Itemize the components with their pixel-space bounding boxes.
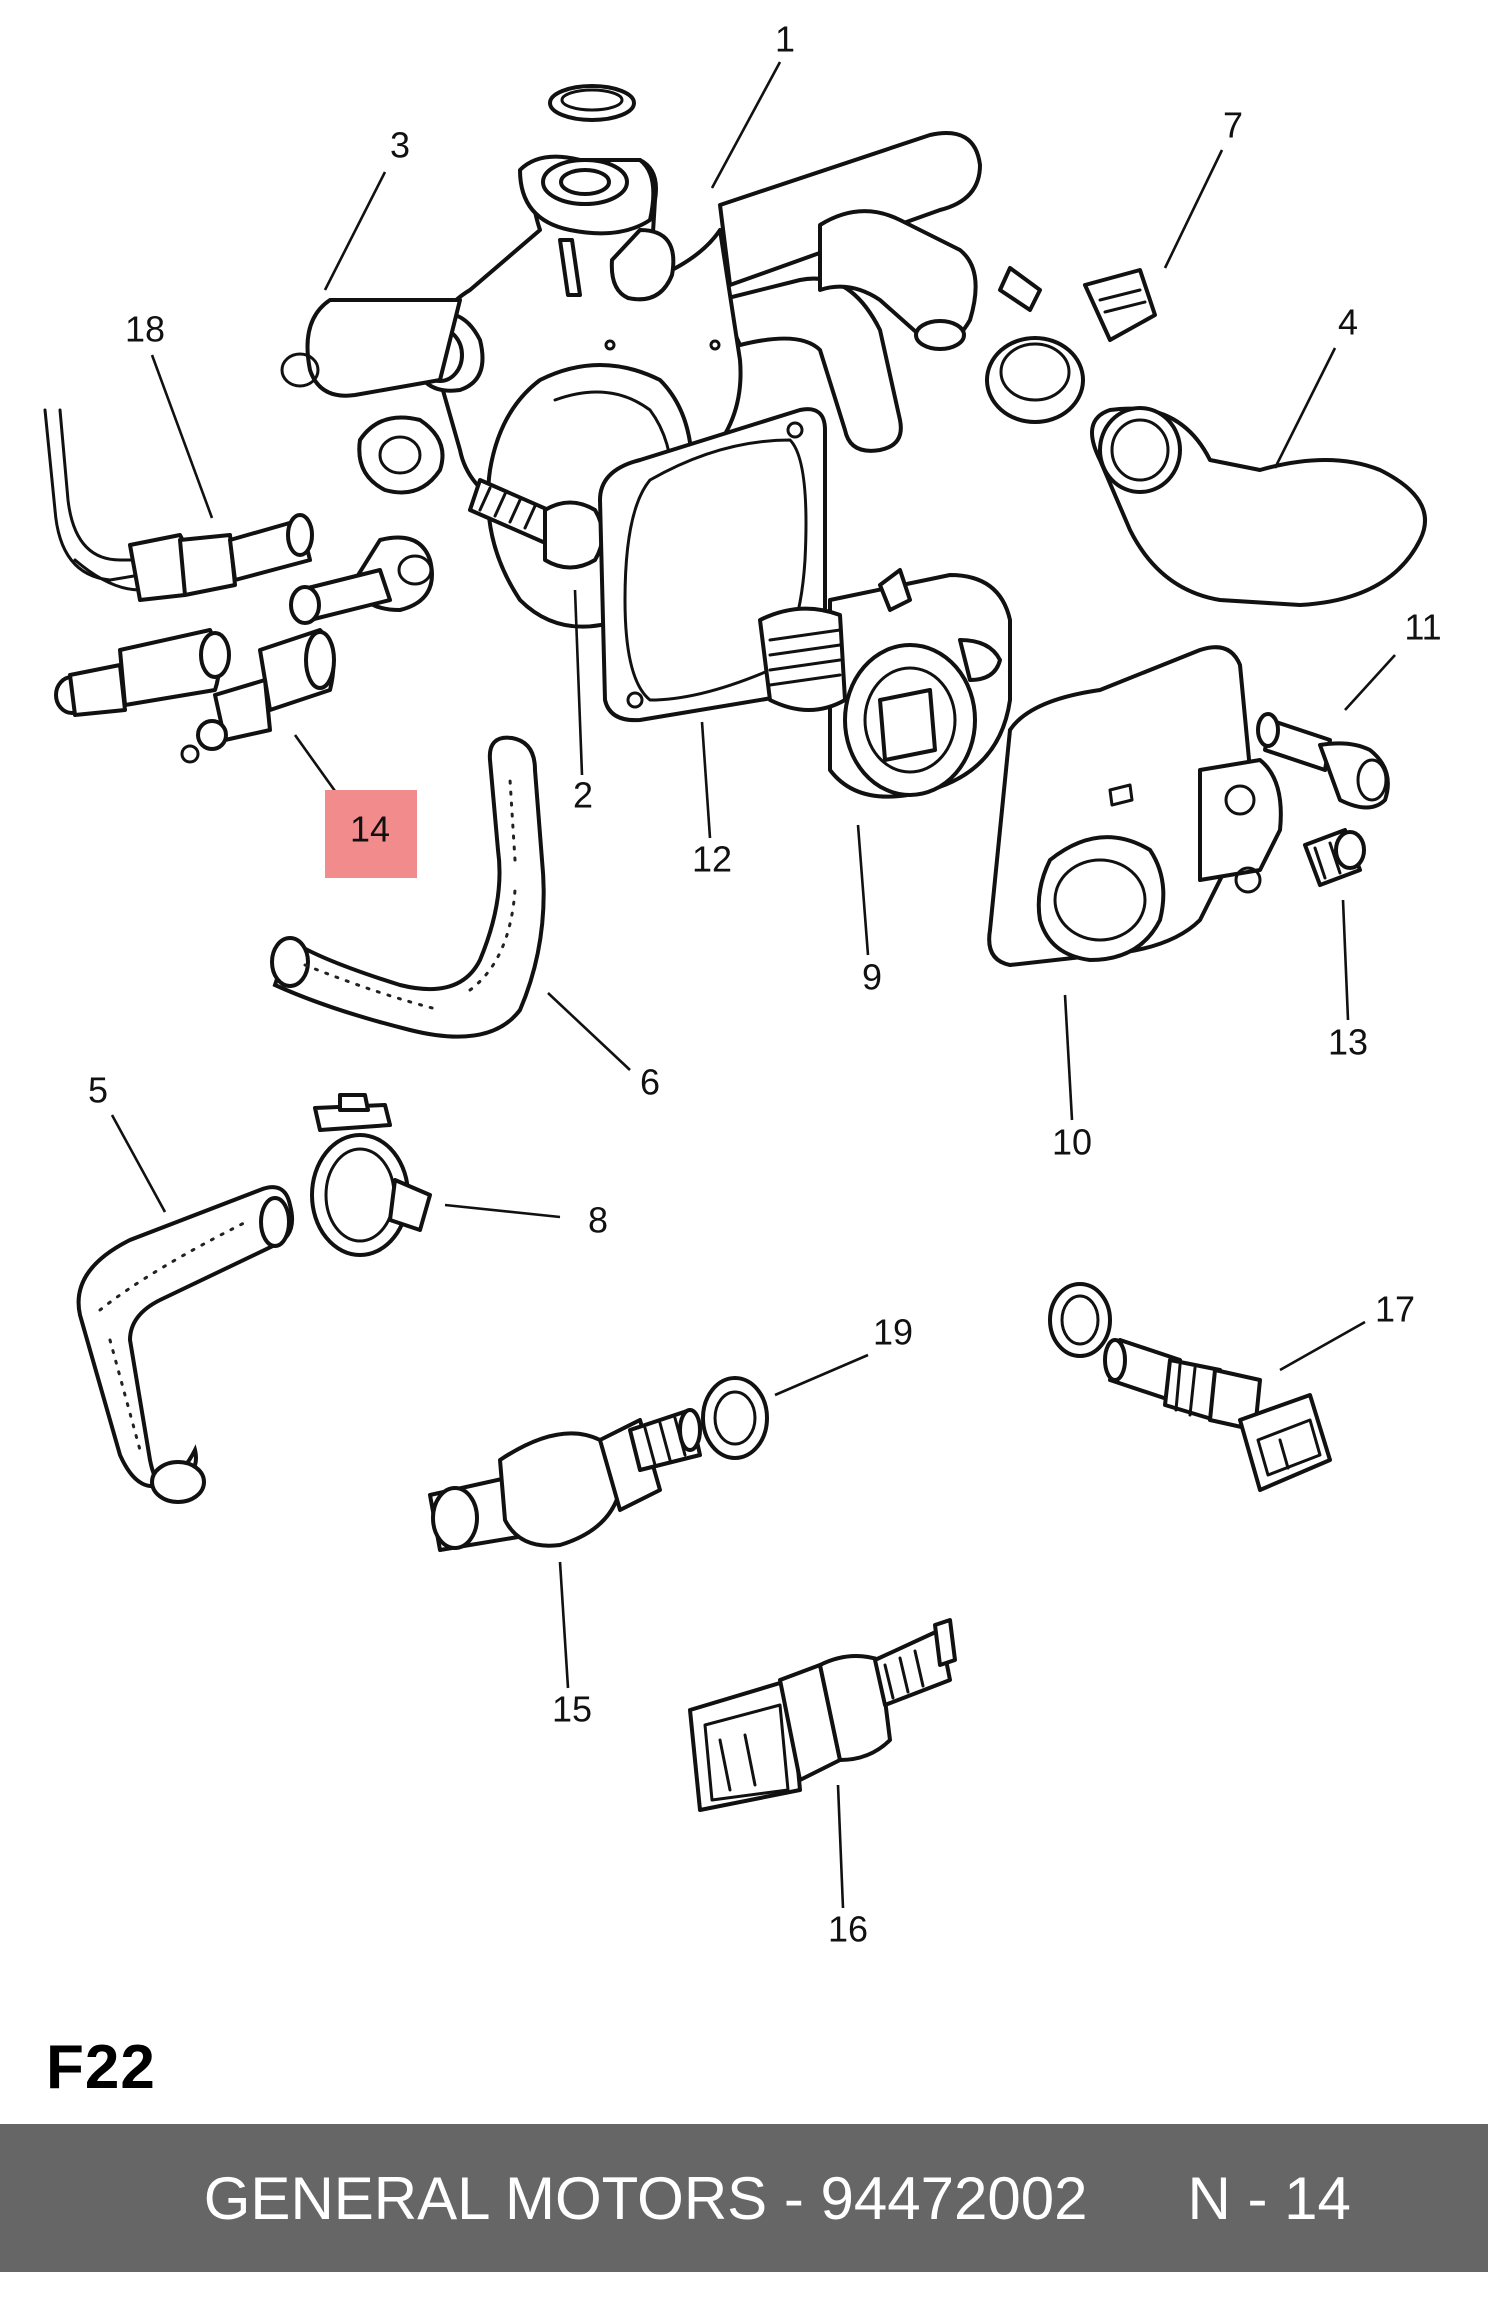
callout-18: 18 xyxy=(125,309,165,350)
callout-14: 14 xyxy=(350,809,390,850)
sealing-washer-19 xyxy=(701,1376,769,1460)
callout-4: 4 xyxy=(1338,302,1358,343)
bolt-2 xyxy=(468,478,605,570)
leader-line-1 xyxy=(710,61,782,189)
leader-line-17 xyxy=(1279,1320,1366,1372)
leader-line-7 xyxy=(1163,149,1224,269)
callout-6: 6 xyxy=(640,1062,660,1103)
o-ring-top xyxy=(548,84,636,122)
sensor-18 xyxy=(43,408,314,602)
leader-line-10 xyxy=(1063,994,1074,1121)
plug-13 xyxy=(1303,828,1366,887)
footer-part-number: 94472002 xyxy=(820,2164,1088,2232)
footer-separator: - xyxy=(767,2164,821,2232)
leader-line-2 xyxy=(573,589,584,776)
leader-line-15 xyxy=(558,1561,570,1689)
callout-17: 17 xyxy=(1375,1289,1415,1330)
leader-line-19 xyxy=(774,1353,869,1397)
footer-bar: GENERAL MOTORS - 94472002 N - 14 xyxy=(0,2124,1488,2272)
hose-clamp-7 xyxy=(985,266,1157,424)
callout-10: 10 xyxy=(1052,1122,1092,1163)
leader-line-18 xyxy=(150,354,214,519)
leader-line-4 xyxy=(1273,347,1337,469)
fitting-nipple xyxy=(289,568,392,625)
temperature-sensor-14 xyxy=(180,628,336,764)
leader-line-8 xyxy=(444,1203,561,1219)
temperature-sensor-15 xyxy=(428,1408,702,1552)
callout-15: 15 xyxy=(552,1689,592,1730)
callout-16: 16 xyxy=(828,1909,868,1950)
footer-reference: N - 14 xyxy=(1187,2164,1351,2232)
hose-connector xyxy=(54,628,231,717)
bolt-11 xyxy=(1256,712,1390,810)
thermostat-housing xyxy=(280,131,982,629)
callout-11: 11 xyxy=(1404,607,1441,648)
hose-clamp-8 xyxy=(310,1093,432,1257)
leader-line-13 xyxy=(1341,899,1350,1021)
leader-line-9 xyxy=(856,824,870,956)
hose-6 xyxy=(270,735,546,1039)
leader-line-5 xyxy=(110,1114,167,1213)
footer-brand: GENERAL MOTORS xyxy=(203,2164,768,2232)
callout-2: 2 xyxy=(573,775,593,816)
footer-caption: GENERAL MOTORS - 94472002 N - 14 xyxy=(137,2095,1351,2302)
callout-9: 9 xyxy=(862,957,882,998)
hose-5 xyxy=(76,1185,295,1504)
highlight-marker xyxy=(325,790,417,878)
page-code: F22 xyxy=(46,2033,156,2102)
callout-7: 7 xyxy=(1223,105,1243,146)
thermostat-9 xyxy=(758,568,1012,799)
leader-line-16 xyxy=(836,1784,845,1909)
coolant-hose-4 xyxy=(1090,406,1427,607)
callout-8: 8 xyxy=(588,1200,608,1241)
footer-gap xyxy=(1087,2165,1187,2232)
leader-line-11 xyxy=(1344,654,1396,711)
leader-lines xyxy=(110,61,1396,1909)
temperature-sensor-16 xyxy=(688,1618,957,1812)
leader-line-3 xyxy=(323,171,387,291)
leader-line-12 xyxy=(700,721,712,839)
temperature-sensor-17 xyxy=(1103,1338,1332,1492)
callout-12: 12 xyxy=(692,839,732,880)
callout-3: 3 xyxy=(390,125,410,166)
callout-1: 1 xyxy=(775,19,795,60)
callout-13: 13 xyxy=(1328,1022,1368,1063)
housing-cover-10 xyxy=(987,645,1283,967)
leader-line-6 xyxy=(547,992,631,1071)
callout-5: 5 xyxy=(88,1070,108,1111)
o-ring-17 xyxy=(1048,1282,1112,1358)
callout-19: 19 xyxy=(873,1312,913,1353)
